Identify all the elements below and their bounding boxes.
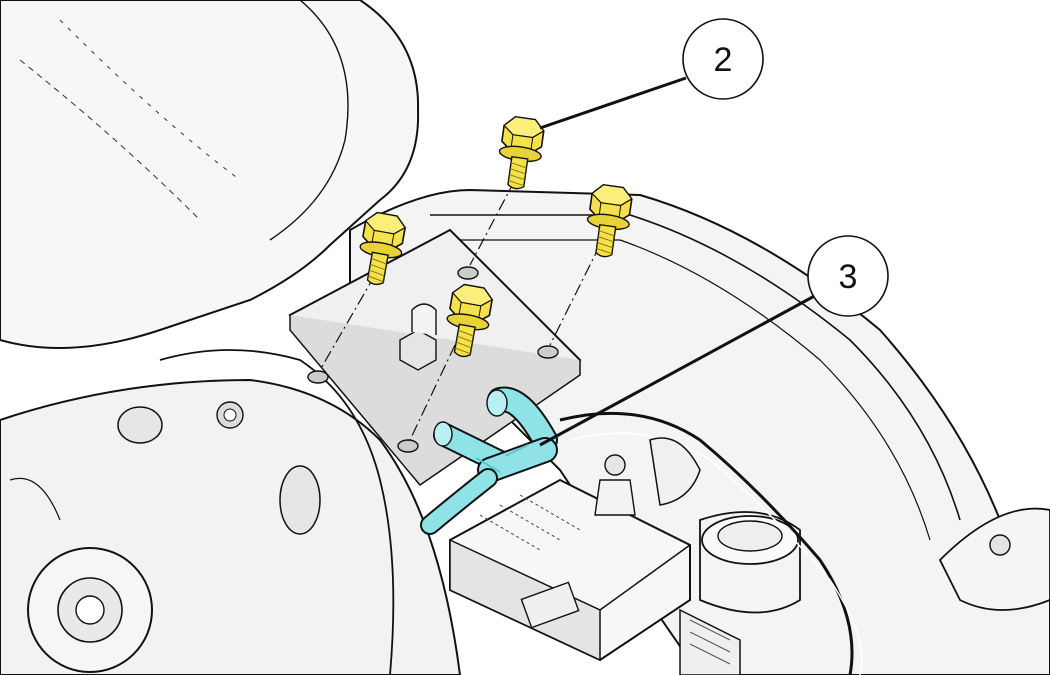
callout-2-label: 2 bbox=[714, 41, 733, 79]
callout-2: 2 bbox=[539, 18, 764, 130]
callout-3-label: 3 bbox=[839, 258, 858, 296]
right-bracket bbox=[938, 507, 1050, 611]
wiring-harness bbox=[559, 411, 863, 675]
seat-body bbox=[0, 0, 420, 349]
side-cover bbox=[0, 349, 462, 675]
coolant-reservoir bbox=[699, 511, 801, 614]
coolant-hose-tee bbox=[420, 386, 558, 535]
bolt-top bbox=[493, 114, 547, 193]
mounting-plate bbox=[288, 228, 582, 487]
installation-lines bbox=[319, 179, 601, 441]
fuse-box bbox=[449, 478, 691, 662]
callout-3: 3 bbox=[539, 235, 889, 447]
